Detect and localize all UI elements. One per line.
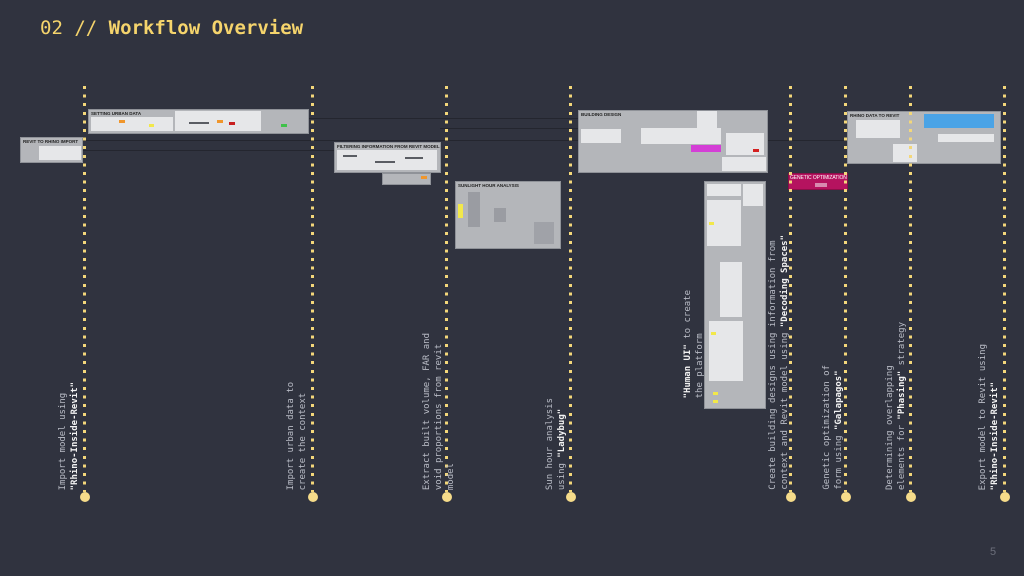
node-group (720, 262, 742, 317)
node-group (707, 184, 741, 196)
timeline-dot (785, 492, 796, 502)
node (119, 120, 125, 123)
node-group (856, 120, 900, 138)
node (711, 332, 716, 335)
connection-wire (82, 140, 582, 141)
node-group (468, 192, 480, 227)
node (709, 222, 714, 225)
node (713, 392, 718, 395)
timeline-line (83, 86, 86, 492)
connection-wire (767, 140, 847, 141)
timeline-dot (307, 492, 318, 502)
step-label-building-designs: Create building designs using informatio… (768, 235, 790, 490)
node-group (39, 146, 81, 160)
node (281, 124, 287, 127)
node-group (534, 222, 554, 244)
node (421, 176, 427, 179)
urban-data-panel: SETTING URBAN DATA (88, 109, 309, 134)
step-label-urban-data: Import urban data to create the context (286, 381, 308, 490)
timeline-dot (840, 492, 851, 502)
node (189, 122, 209, 124)
timeline-line (1003, 86, 1006, 492)
panel-title: RHINO DATA TO REVIT (850, 113, 900, 118)
step-label-sun-hour: Sun hour analysis using "Ladybug" (545, 397, 567, 490)
step-label-extract-volume: Extract built volume, FAR and void propo… (422, 332, 456, 490)
rhino-to-revit-panel: RHINO DATA TO REVIT (847, 111, 1001, 164)
node-group (709, 321, 743, 381)
node (405, 157, 423, 159)
node-group (337, 150, 437, 170)
timeline-line (445, 86, 448, 492)
step-label-phasing: Determining overlapping elements for "Ph… (885, 321, 907, 490)
node (458, 204, 463, 218)
node (691, 145, 721, 152)
filtering-subpanel (382, 173, 431, 185)
node-group (893, 144, 917, 162)
node-group (91, 117, 173, 131)
node-group (722, 157, 766, 171)
building-design-panel: BUILDING DESIGN (578, 110, 768, 173)
timeline-dot (79, 492, 90, 502)
node (713, 400, 718, 403)
timeline-dot (441, 492, 452, 502)
node-group (581, 129, 621, 143)
node (149, 124, 154, 127)
timeline-line (789, 86, 792, 492)
connection-wire (82, 150, 335, 151)
panel-title: SETTING URBAN DATA (91, 111, 142, 116)
node-group (815, 183, 827, 187)
page-number: 5 (990, 546, 997, 558)
step-label-export-model: Export model to Revit using "Rhino-Insid… (978, 343, 1000, 490)
panel-title: SUNLIGHT HOUR ANALYSIS (458, 183, 519, 188)
timeline-line (844, 86, 847, 492)
node-group (697, 111, 717, 128)
node (375, 161, 395, 163)
section-number: 02 // (40, 17, 109, 39)
sunlight-panel: SUNLIGHT HOUR ANALYSIS (455, 181, 561, 249)
revit-import-panel: REVIT TO RHINO IMPORT (20, 137, 83, 163)
timeline-dot (565, 492, 576, 502)
timeline-line (569, 86, 572, 492)
genetic-optimization-panel: GENETIC OPTIMIZATION (788, 173, 848, 190)
panel-title: GENETIC OPTIMIZATION (790, 175, 847, 181)
timeline-dot (999, 492, 1010, 502)
timeline-line (311, 86, 314, 492)
node (217, 120, 223, 123)
node-group (494, 208, 506, 222)
section-title: Workflow Overview (108, 17, 304, 39)
human-ui-panel (704, 181, 766, 409)
step-label-genetic-optimization: Genetic optimization of form using "Gala… (822, 365, 844, 490)
filtering-panel: FILTERING INFORMATION FROM REVIT MODEL (334, 142, 441, 173)
node (229, 122, 235, 125)
timeline-dot (905, 492, 916, 502)
node-group (743, 184, 763, 206)
timeline-line (909, 86, 912, 492)
step-label-import-model: Import model using "Rhino-Inside-Revit" (58, 381, 80, 490)
step-label-human-ui: "Human UI" to create the platform (683, 289, 705, 398)
node (753, 149, 759, 152)
panel-title: REVIT TO RHINO IMPORT (23, 139, 79, 144)
panel-title: BUILDING DESIGN (581, 112, 622, 117)
node-group (641, 128, 721, 144)
node-group (938, 134, 994, 142)
connection-wire (440, 128, 580, 129)
node (343, 155, 357, 157)
panel-title: FILTERING INFORMATION FROM REVIT MODEL (337, 144, 440, 149)
page-title: 02 // Workflow Overview (40, 17, 303, 39)
node-group (924, 114, 994, 128)
